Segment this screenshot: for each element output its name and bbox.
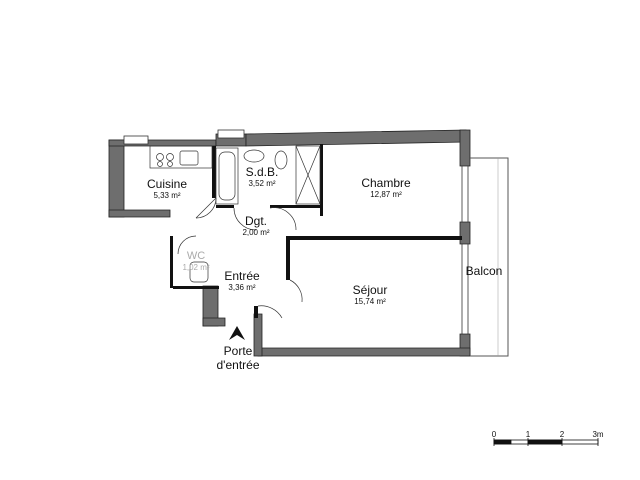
room-area: 1,02 m² — [182, 263, 210, 272]
room-area: 15,74 m² — [354, 297, 386, 306]
room-name: Entrée — [224, 269, 260, 283]
scale-label-2: 2 — [559, 430, 565, 439]
room-cuisine: Cuisine 5,33 m² — [147, 178, 187, 200]
room-area: 3,36 m² — [228, 283, 256, 292]
room-sdb: S.d.B. 3,52 m² — [246, 166, 279, 188]
interior-walls — [170, 144, 462, 318]
scale-label-3: 3m — [592, 430, 604, 439]
room-name: WC — [186, 250, 206, 262]
room-sejour: Séjour 15,74 m² — [353, 284, 388, 306]
room-wc: WC 1,02 m² — [182, 251, 209, 272]
balcon-label: Balcon — [465, 264, 503, 278]
room-name: Chambre — [361, 176, 411, 190]
door-line-1: Porte — [223, 344, 253, 358]
room-entree: Entrée 3,36 m² — [224, 270, 259, 292]
room-area: 2,00 m² — [242, 228, 270, 237]
room-dgt: Dgt. 2,00 m² — [242, 215, 269, 237]
room-area: 12,87 m² — [370, 190, 402, 199]
room-name: Séjour — [352, 283, 388, 297]
room-name: S.d.B. — [245, 165, 279, 179]
room-name: Cuisine — [146, 177, 188, 191]
scale-label-1: 1 — [525, 430, 531, 439]
entrance-arrow-icon — [229, 326, 245, 340]
room-area: 3,52 m² — [248, 179, 276, 188]
room-name: Dgt. — [244, 214, 267, 228]
room-chambre: Chambre 12,87 m² — [361, 177, 410, 199]
door-line-2: d'entrée — [216, 358, 260, 372]
exterior-walls — [108, 129, 471, 357]
room-area: 5,33 m² — [153, 191, 181, 200]
entrance-door-label: Porte d'entrée — [217, 345, 260, 371]
scale-bar — [493, 438, 599, 446]
scale-label-0: 0 — [491, 430, 497, 439]
fixtures — [149, 145, 509, 357]
windows — [123, 129, 469, 335]
